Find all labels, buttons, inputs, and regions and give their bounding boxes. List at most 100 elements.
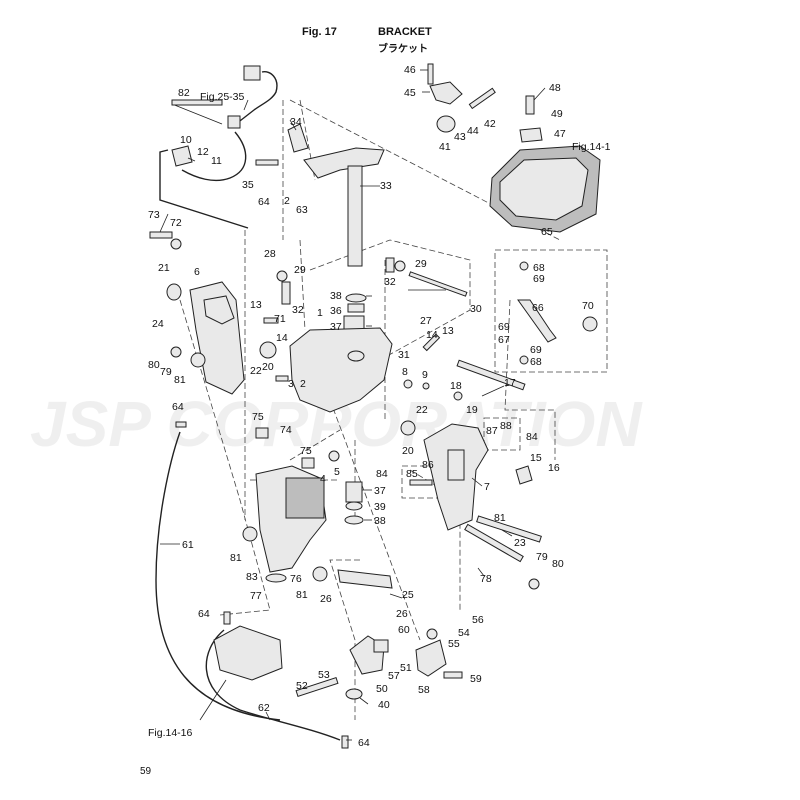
callout-number: 53 [318,669,330,681]
callout-number: 80 [552,558,564,570]
bushing-21 [166,283,182,301]
callout-number: 26 [320,593,332,605]
callout-number: 7 [484,481,490,493]
cross-ref-fig14-16[interactable]: Fig.14-16 [148,727,193,739]
bolt-64c [223,611,231,625]
link-30 [408,271,468,297]
callout-number: 29 [294,264,306,276]
callout-number: 54 [458,627,470,639]
callout-number: 83 [246,571,258,583]
callout-number: 10 [180,134,192,146]
callout-number: 67 [498,334,510,346]
callout-number: 78 [480,573,492,585]
callout-number: 81 [230,552,242,564]
callout-number: 37 [374,485,386,497]
swivel-bracket-top-inner [499,157,589,221]
callout-number: 49 [551,108,563,120]
callout-number: 13 [442,325,454,337]
lower-components [175,420,542,749]
callout-number: 38 [330,290,342,302]
shaft-23 [476,515,542,543]
callout-number: 51 [400,662,412,674]
callout-number: 47 [554,128,566,140]
callout-number: 6 [194,266,200,278]
washer-72 [170,238,182,250]
bracket-7-slot [447,449,465,481]
callout-number: 22 [416,404,428,416]
nut-5 [328,450,340,462]
callout-number: 9 [422,369,428,381]
bushing-41 [436,115,456,133]
page-title: BRACKET [378,26,432,38]
shaft-17 [456,359,526,391]
callout-number: 71 [274,313,286,325]
callout-number: 11 [211,155,222,167]
trim-motor [285,477,325,519]
callout-number: 1 [317,307,323,319]
bushing-37b [345,481,363,503]
callout-number: 85 [406,468,418,480]
callout-number: 74 [280,424,292,436]
callout-number: 34 [290,116,302,128]
callout-number: 8 [402,366,408,378]
upper-components [171,63,601,267]
connector-plug [243,65,261,81]
callout-number: 20 [402,445,414,457]
callout-number: 12 [197,146,209,158]
clip-47 [519,127,543,143]
washer-76 [265,573,287,583]
washer-54 [426,628,438,640]
callout-number: 24 [152,318,164,330]
callout-number: 64 [172,401,184,413]
callout-number: 61 [182,539,194,551]
callout-number: 72 [170,217,182,229]
washer-40 [345,688,363,700]
callout-number: 60 [398,624,410,636]
callout-number: 81 [494,512,506,524]
callout-number: 16 [548,462,560,474]
cylinder-60 [373,639,389,653]
callout-number: 37 [330,321,342,333]
bushing-36 [347,303,365,313]
nut-68 [519,261,529,271]
callout-number: 79 [536,551,548,563]
clamp-45 [429,81,463,105]
wiring-harness [155,71,341,741]
callout-number: 81 [174,374,186,386]
shaft-33 [347,165,363,267]
nut-8 [403,379,413,389]
callout-number: 25 [402,589,414,601]
callout-number: 64 [258,196,270,208]
callout-number: 87 [486,425,498,437]
callout-number: 45 [404,87,416,99]
callout-number: 62 [258,702,270,714]
callout-number: 20 [262,361,274,373]
callout-number: 18 [450,380,462,392]
callout-number: 44 [467,125,479,137]
callout-number: 14 [276,332,288,344]
callout-number: 65 [541,226,553,238]
callout-number: 80 [148,359,160,371]
pin-48 [525,95,535,115]
cable-66 [517,299,557,343]
callout-number: 26 [396,608,408,620]
callout-number: 59 [470,673,482,685]
callout-number: 68 [530,356,542,368]
bolt-73 [149,231,173,239]
figure-label: Fig. 17 [302,26,337,38]
callout-number: 66 [532,302,544,314]
nut-19 [453,391,463,401]
callout-number: 63 [296,204,308,216]
shaft-78 [464,523,524,563]
cross-ref-fig25-35[interactable]: Fig.25-35 [200,91,245,103]
callout-number: 88 [500,420,512,432]
middle-components [149,231,598,413]
callout-number: 4 [320,473,326,485]
callout-number: 70 [582,300,594,312]
callout-number: 43 [454,131,466,143]
callout-number: 50 [376,683,388,695]
callout-number: 52 [296,680,308,692]
cross-ref-fig14-1[interactable]: Fig.14-1 [572,141,611,153]
callout-number: 75 [252,411,264,423]
